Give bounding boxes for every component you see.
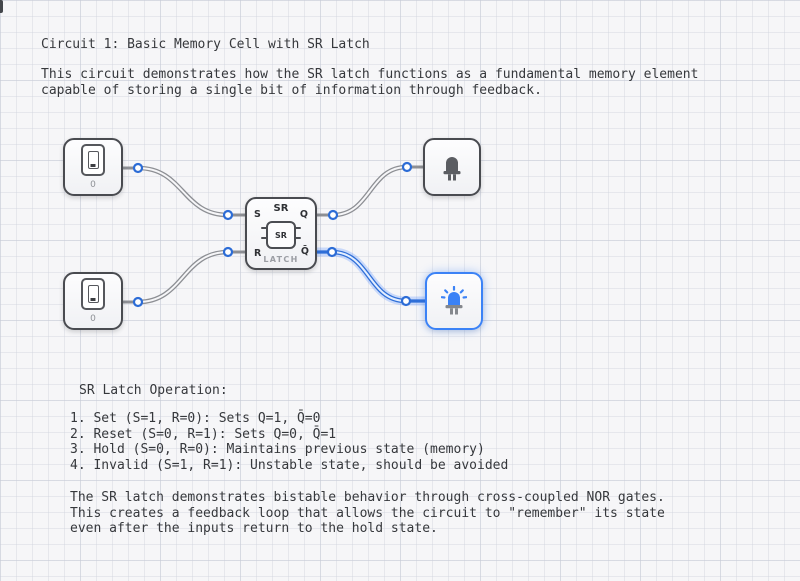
switch-value-label: 0 [90, 314, 96, 324]
port-switch-top-out[interactable] [132, 162, 144, 174]
wire-q-to-led-top[interactable] [315, 164, 425, 218]
chip-label: SR [275, 230, 287, 240]
led-on-icon [441, 286, 467, 315]
input-switch-bottom[interactable]: 0 [63, 272, 123, 330]
latch-name-label: LATCH [263, 255, 299, 264]
circuit-title: Circuit 1: Basic Memory Cell with SR Lat… [41, 37, 370, 52]
summary-paragraph: The SR latch demonstrates bistable behav… [70, 490, 665, 536]
wire-qbar-to-led-bottom[interactable] [315, 249, 427, 304]
latch-port-s-label: S [254, 209, 261, 220]
toggle-switch-off-dash [90, 164, 96, 167]
toggle-switch-slot [87, 285, 99, 303]
latch-port-r-label: R [254, 248, 262, 259]
operation-heading: SR Latch Operation: [79, 383, 228, 398]
sr-latch-component[interactable]: SR S R Q Q̄ SR LATCH [245, 197, 317, 270]
corner-mark [0, 0, 3, 13]
toggle-switch-slot [87, 151, 99, 169]
port-latch-q[interactable] [327, 209, 339, 221]
chip-icon: SR [261, 221, 301, 249]
operation-list: 1. Set (S=1, R=0): Sets Q=1, Q̄=0 2. Res… [70, 411, 509, 473]
latch-type-label: SR [273, 203, 289, 214]
switch-value-label: 0 [90, 180, 96, 190]
latch-port-q-label: Q [299, 209, 308, 220]
input-switch-top[interactable]: 0 [63, 138, 123, 196]
latch-port-qbar-label: Q̄ [300, 246, 309, 257]
toggle-switch-off-dash [90, 298, 96, 301]
toggle-switch-icon [81, 278, 105, 310]
wire-switch-top-to-s[interactable] [120, 165, 247, 218]
port-led-bottom-in[interactable] [400, 295, 412, 307]
port-switch-bottom-out[interactable] [132, 296, 144, 308]
chip-pin [295, 227, 301, 230]
chip-pin [261, 227, 267, 230]
toggle-switch-icon [81, 144, 105, 176]
port-latch-r[interactable] [222, 246, 234, 258]
port-latch-s[interactable] [222, 209, 234, 221]
led-off-icon [443, 157, 461, 181]
chip-pin [261, 237, 267, 240]
wire-switch-bottom-to-r[interactable] [120, 249, 247, 305]
chip-pin [295, 237, 301, 240]
output-led-top[interactable] [423, 138, 481, 196]
port-latch-qbar[interactable] [326, 246, 338, 258]
connection-ports[interactable] [132, 161, 413, 308]
port-led-top-in[interactable] [401, 161, 413, 173]
circuit-description: This circuit demonstrates how the SR lat… [41, 67, 699, 98]
output-led-bottom[interactable] [425, 272, 483, 330]
